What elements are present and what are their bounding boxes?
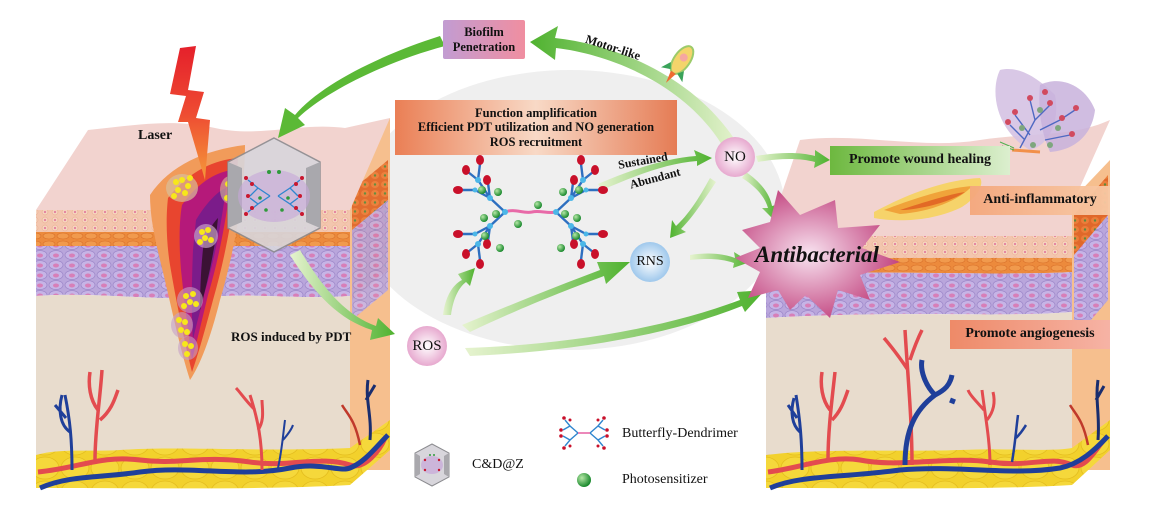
right-vessel-blue-main [769, 434, 1110, 491]
legend-dendrimer-label: Butterfly-Dendrimer [622, 426, 738, 441]
function-line2: Efficient PDT utilization and NO generat… [417, 120, 655, 135]
antibacterial-starburst [735, 190, 900, 318]
arrow-no-to-rns [670, 178, 716, 238]
anti-inflammatory-box-bg [970, 186, 1110, 215]
legend-photosensitizer-icon [577, 473, 591, 487]
promote-wound-healing-box: Promote wound healing [848, 152, 992, 168]
function-line3: ROS recruitment [489, 134, 583, 149]
arrow-dendrimer-to-no [598, 150, 712, 190]
legend-cdz-icon [414, 443, 450, 487]
antibacterial-label: Antibacterial [755, 242, 879, 267]
biofilm-line1: Biofilm [464, 25, 504, 40]
central-dendrimer [453, 155, 608, 269]
right-skin-block [766, 69, 1110, 491]
arrow-no-to-wound-healing [756, 150, 830, 168]
ros-induced-label: ROS induced by PDT [231, 329, 352, 344]
legend-cdz-label: C&D@Z [472, 457, 524, 472]
arrow-ros-to-rns [462, 262, 630, 332]
legend-photosensitizer-label: Photosensitizer [622, 472, 708, 487]
biofilm-line2: Penetration [452, 39, 516, 54]
ros-node: ROS [412, 337, 442, 354]
arrow-pdt-to-ros [290, 250, 395, 340]
angiogenesis-box-bg [950, 320, 1110, 349]
function-box-bg [395, 100, 677, 155]
left-vessel-blue-main [39, 433, 390, 491]
rocket-motor-icon [661, 45, 695, 83]
legend-dendrimer-icon [562, 419, 606, 447]
arrow-biofilm-to-skin [278, 36, 445, 138]
function-line1: Function amplification [475, 105, 597, 120]
ros-node-bg [407, 326, 447, 366]
rns-node: RNS [636, 254, 664, 269]
no-node: NO [724, 148, 746, 165]
biofilm-box-bg [443, 20, 525, 59]
right-vessel-red-main [767, 438, 1106, 475]
rns-node-bg [630, 242, 670, 282]
arrow-no-to-biofilm [530, 26, 740, 150]
function-amplification-box: Function amplification Efficient PDT uti… [395, 100, 677, 155]
arrow-no-to-antibacterial [742, 172, 776, 218]
legend-dendrimer-tips [559, 416, 609, 450]
laser-label: Laser [138, 128, 173, 143]
anti-inflammatory-box: Anti-inflammatory [983, 192, 1097, 208]
laser-bolt-icon [170, 46, 210, 180]
cdz-particle-main [227, 137, 321, 253]
no-node-bg [715, 137, 755, 177]
promote-angiogenesis-box: Promote angiogenesis [965, 326, 1095, 342]
arrow-ros-up [443, 268, 475, 315]
arrow-rns-to-antibacterial [690, 252, 750, 268]
left-skin-block [36, 46, 390, 491]
wound-healing-box-bg [830, 146, 1010, 175]
biofilm-penetration-box: Biofilm Penetration [443, 20, 525, 59]
arrow-ros-to-antibacterial [465, 290, 765, 356]
left-fat-layer [36, 420, 390, 489]
